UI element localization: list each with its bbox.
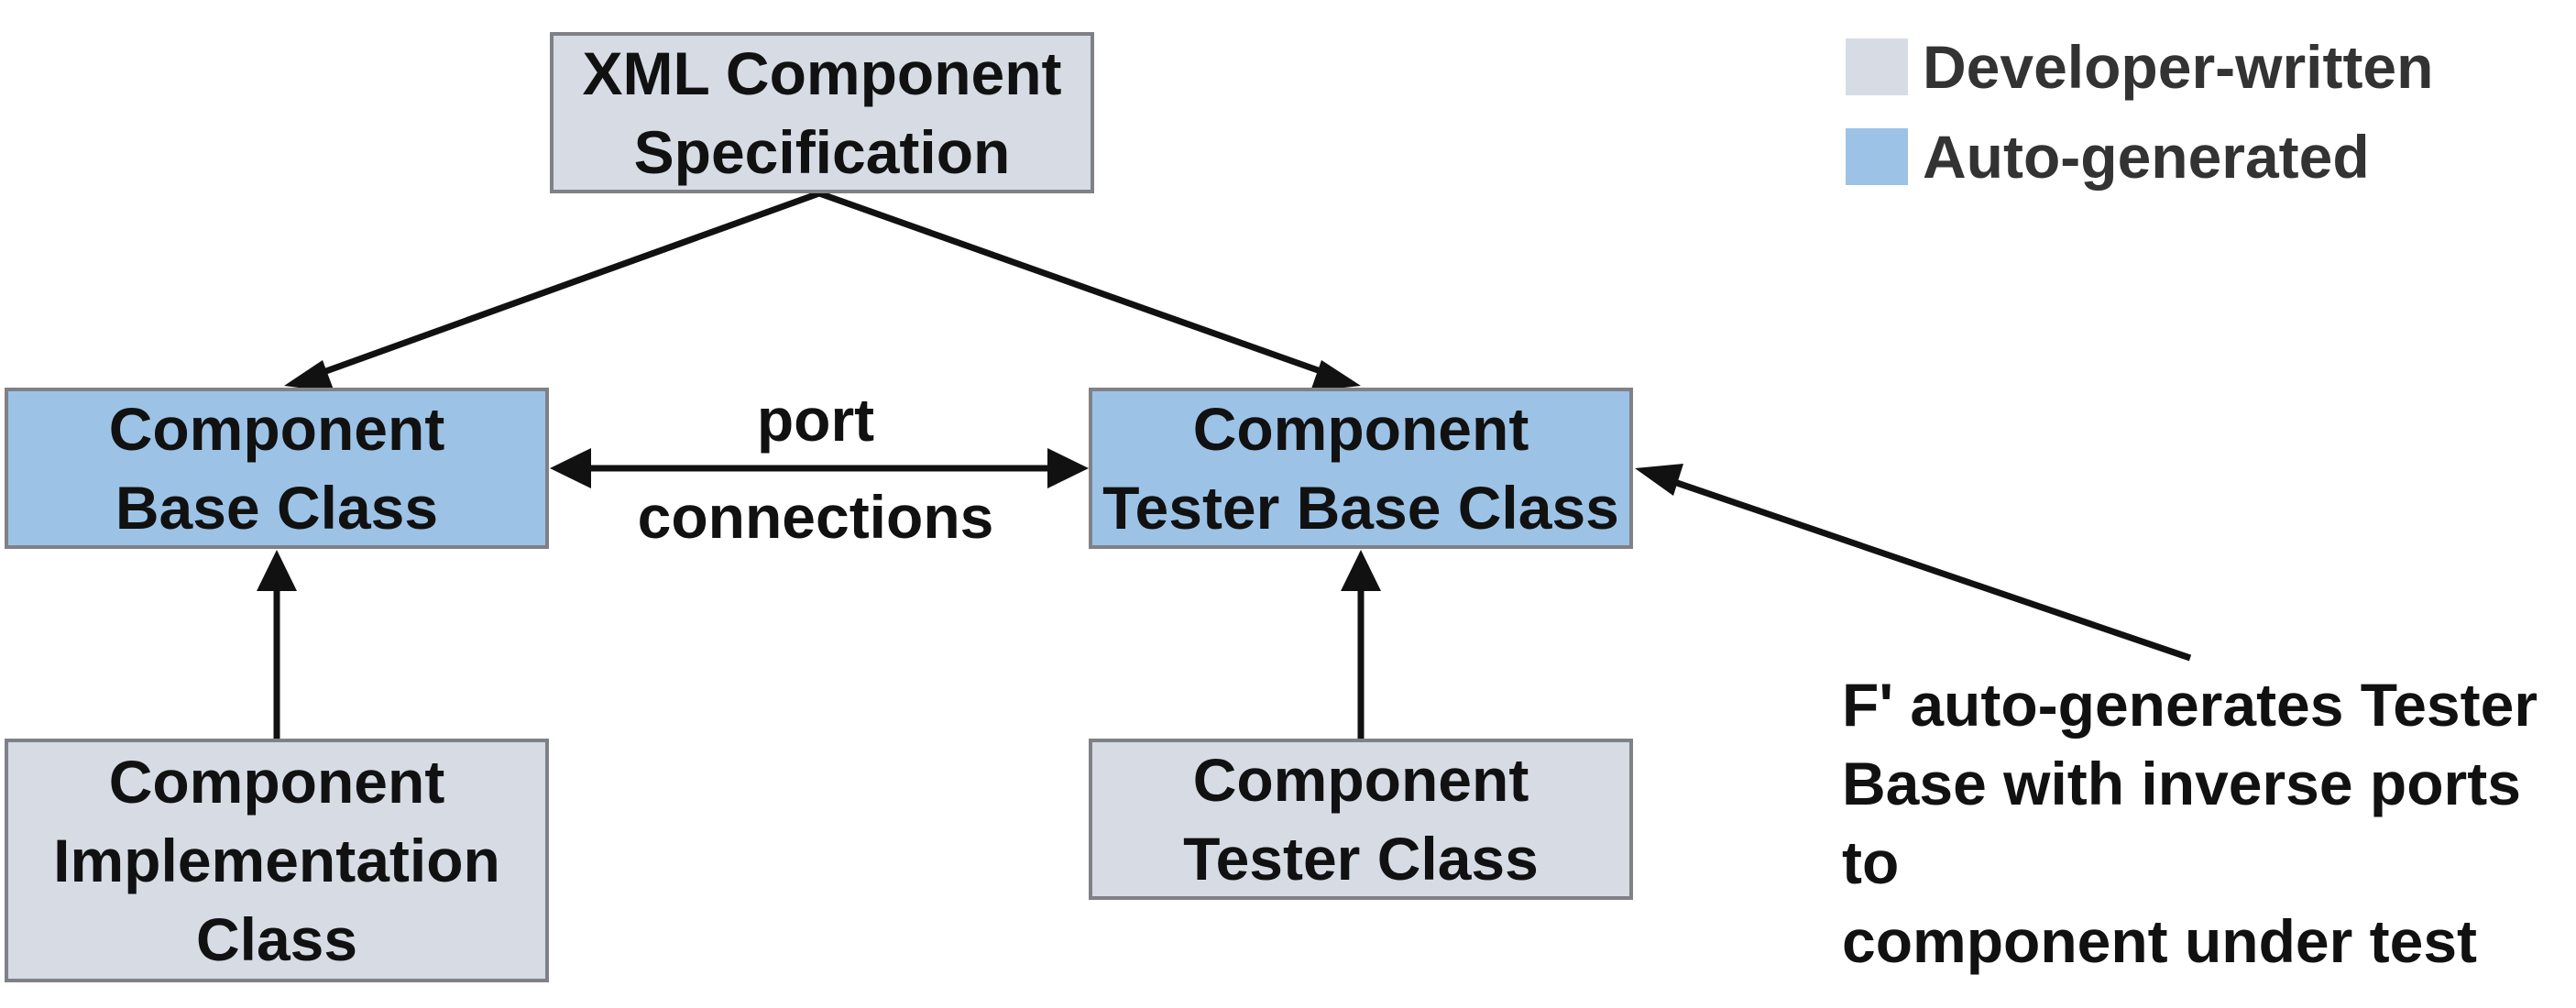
arrow-annotation-pointer	[1675, 479, 2192, 662]
legend-auto-generated-label: Auto-generated	[1923, 123, 2370, 191]
component-tester-base-class-label: Component Tester Base Class	[1102, 395, 1619, 542]
port-connections-label-line2: connections	[637, 483, 994, 551]
legend-developer-written-swatch	[1846, 38, 1908, 95]
component-tester-base-class-node: Component Tester Base Class	[1089, 388, 1633, 549]
arrowhead-impl	[257, 550, 297, 591]
component-base-class-label: Component Base Class	[108, 395, 445, 542]
component-base-class-node: Component Base Class	[5, 388, 549, 549]
component-implementation-class-label: Component Implementation Class	[53, 748, 500, 973]
arrowhead-annotation	[1635, 464, 1683, 496]
arrowhead-tester	[1341, 550, 1381, 591]
arrowhead-base	[284, 360, 334, 392]
legend-developer-written-label: Developer-written	[1923, 33, 2434, 101]
component-tester-class-label: Component Tester Class	[1183, 746, 1539, 893]
port-connections-label-line1: port	[756, 386, 875, 454]
arrowhead-port-left	[550, 448, 591, 488]
component-tester-class-node: Component Tester Class	[1089, 739, 1633, 900]
arrow-xml-to-tester-base	[817, 190, 1335, 379]
legend-auto-generated-swatch	[1846, 128, 1908, 185]
arrow-xml-to-base	[312, 190, 821, 379]
xml-component-specification-label: XML Component Specification	[582, 39, 1062, 186]
arrowhead-port-right	[1047, 448, 1089, 488]
tester-base-annotation: F' auto-generates Tester Base with inver…	[1842, 671, 2538, 975]
arrowhead-tester-base	[1310, 360, 1361, 391]
xml-component-specification-node: XML Component Specification	[550, 32, 1094, 193]
component-implementation-class-node: Component Implementation Class	[5, 739, 549, 982]
